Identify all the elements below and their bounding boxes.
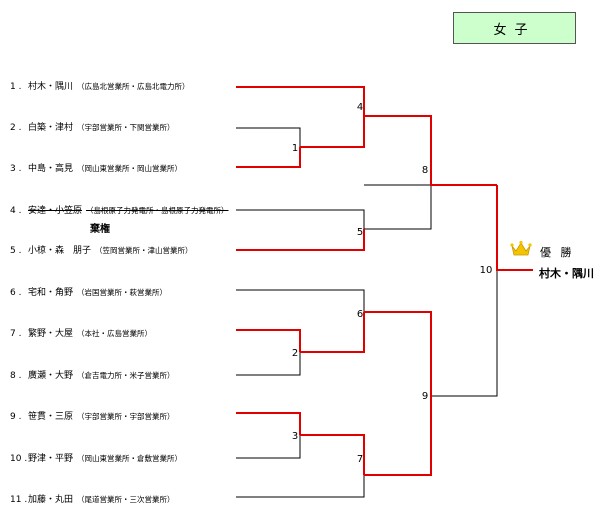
entry-11: 11 .加藤・丸田（尾道営業所・三次営業所） <box>10 494 175 506</box>
champion-label: 優 勝 <box>540 246 575 259</box>
entry-affiliation: （本社・広島営業所） <box>77 329 153 338</box>
match-number-7: 7 <box>356 454 364 465</box>
line-match1-loser <box>236 127 301 147</box>
entry-names: 繁野・大屋 <box>28 329 74 339</box>
match-number-9: 9 <box>421 391 429 402</box>
line-match7-loser <box>236 475 365 498</box>
entry-number: 6 . <box>10 288 22 298</box>
entry-affiliation: （笠岡営業所・津山営業所） <box>95 246 193 255</box>
line-match7-win <box>364 396 432 476</box>
entry-number: 11 . <box>10 495 28 505</box>
entry-affiliation: （島根原子力発電所・島根原子力発電所） <box>86 206 229 215</box>
entry-names: 野津・平野 <box>28 454 74 464</box>
line-match8-win <box>430 116 497 186</box>
entry-10: 10 .野津・平野（岡山東営業所・倉敷営業所） <box>10 453 182 465</box>
entry-number: 5 . <box>10 246 22 256</box>
entry-number: 7 . <box>10 329 22 339</box>
line-match1-win <box>300 116 365 148</box>
line-match3-loser <box>236 435 301 459</box>
entry-1: 1 . 村木・隅川（広島北営業所・広島北電力所） <box>10 81 190 93</box>
match-number-5: 5 <box>356 227 364 238</box>
line-match8-loser <box>364 184 432 230</box>
entry-6: 6 . 宅和・角野（岩国営業所・萩営業所） <box>10 287 167 299</box>
line-entry3-win <box>236 147 301 168</box>
entry-names: 中島・高見 <box>28 164 74 174</box>
line-entry5-win <box>236 229 365 251</box>
entry-affiliation: （広島北営業所・広島北電力所） <box>77 82 190 91</box>
entry-names: 小椋・森 朋子 <box>28 246 92 256</box>
entry-affiliation: （宇部営業所・宇部営業所） <box>77 412 175 421</box>
entry-names: 笹貫・三原 <box>28 412 74 422</box>
crown-icon <box>510 240 532 256</box>
entry-names: 白築・津村 <box>28 123 74 133</box>
entry-names: 宅和・角野 <box>28 288 74 298</box>
line-entry7-win <box>236 329 301 352</box>
match-number-6: 6 <box>356 309 364 320</box>
match-number-2: 2 <box>291 348 299 359</box>
line-match10-loser <box>431 270 498 397</box>
line-match2-win <box>300 312 365 353</box>
entry-8: 8 . 廣瀬・大野（倉吉電力所・米子営業所） <box>10 370 175 382</box>
entry-affiliation: （岡山東営業所・岡山営業所） <box>77 164 183 173</box>
line-match3-win <box>300 434 365 475</box>
entry-number: 8 . <box>10 371 22 381</box>
entry-names: 廣瀬・大野 <box>28 371 74 381</box>
entry-number: 3 . <box>10 164 22 174</box>
line-match5-loser <box>236 209 365 229</box>
entry-number: 1 . <box>10 82 22 92</box>
entry-affiliation: （岡山東営業所・倉敷営業所） <box>77 454 183 463</box>
withdrawn-note: 棄権 <box>90 224 110 235</box>
entry-3: 3 . 中島・高見（岡山東営業所・岡山営業所） <box>10 163 182 175</box>
entry-number: 10 . <box>10 454 28 464</box>
entry-number: 2 . <box>10 123 22 133</box>
entry-2: 2 . 白築・津村（宇部営業所・下関営業所） <box>10 122 175 134</box>
entry-names: 加藤・丸田 <box>28 495 74 505</box>
match-number-3: 3 <box>291 431 299 442</box>
entry-names: 安達・小笠原 <box>28 206 83 216</box>
entry-9: 9 . 笹貫・三原（宇部営業所・宇部営業所） <box>10 411 175 423</box>
match-number-10: 10 <box>479 265 493 276</box>
entry-affiliation: （尾道営業所・三次営業所） <box>77 495 175 504</box>
entry-affiliation: （倉吉電力所・米子営業所） <box>77 371 175 380</box>
bracket-title: 女子 <box>453 12 576 44</box>
line-entry1-win <box>236 86 365 116</box>
entry-5: 5 . 小椋・森 朋子（笠岡営業所・津山営業所） <box>10 245 193 257</box>
match-number-8: 8 <box>421 165 429 176</box>
champion-name: 村木・隅川 <box>539 267 594 280</box>
entry-number: 9 . <box>10 412 22 422</box>
entry-7: 7 . 繁野・大屋（本社・広島営業所） <box>10 328 152 340</box>
line-match2-loser <box>236 352 301 376</box>
line-match6-loser <box>236 289 365 312</box>
entry-4: 4 . 安達・小笠原（島根原子力発電所・島根原子力発電所） <box>10 205 229 217</box>
entry-names: 村木・隅川 <box>28 82 74 92</box>
entry-number: 4 . <box>10 206 22 216</box>
entry-affiliation: （岩国営業所・萩営業所） <box>77 288 168 297</box>
match-number-4: 4 <box>356 102 364 113</box>
line-final-win <box>496 185 533 271</box>
line-match6-win <box>364 311 432 396</box>
line-entry9-win <box>236 412 301 435</box>
entry-affiliation: （宇部営業所・下関営業所） <box>77 123 175 132</box>
match-number-1: 1 <box>291 143 299 154</box>
